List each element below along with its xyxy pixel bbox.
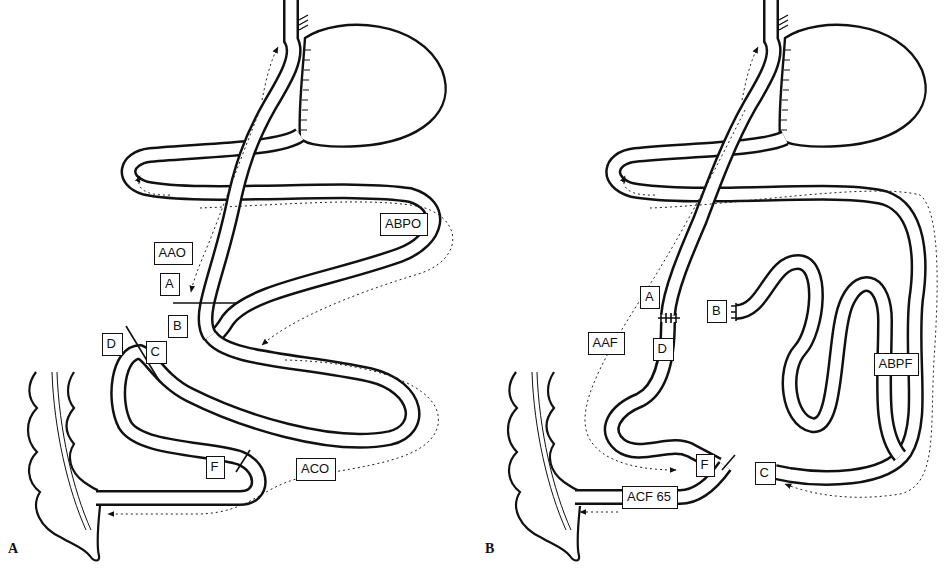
callout-box: D <box>102 333 123 356</box>
callout-label: ABPF <box>879 356 914 372</box>
illustration-part <box>206 0 294 336</box>
callout-label: B <box>712 303 722 319</box>
callout-label: A <box>645 289 655 305</box>
illustration-part <box>613 138 918 478</box>
callout-box: ACO <box>296 458 336 481</box>
illustration-part <box>108 360 438 514</box>
callout-box: A <box>160 273 180 296</box>
illustration-part <box>96 335 413 498</box>
callout-box: B <box>168 315 188 338</box>
callout-label: A <box>165 276 175 292</box>
callout-label: F <box>701 457 710 473</box>
illustration-part <box>139 176 170 195</box>
illustration-part <box>129 135 434 338</box>
callout-box: ABPF <box>874 353 919 376</box>
illustration-part <box>585 110 745 470</box>
panel-letter: B <box>485 541 494 557</box>
panel-letter: A <box>8 541 18 557</box>
callout-label: B <box>173 318 183 334</box>
illustration-part <box>28 372 100 561</box>
illustration-part <box>613 138 918 478</box>
illustration-part <box>650 191 937 497</box>
illustration-part <box>200 202 453 345</box>
callout-box: F <box>206 456 225 479</box>
callout-box: D <box>653 338 674 361</box>
illustration-part <box>206 0 294 336</box>
callout-label: C <box>760 465 771 481</box>
callout-box: AAO <box>154 242 193 265</box>
illustration-part <box>612 322 718 465</box>
illustration-part <box>668 0 774 315</box>
illustration-part <box>779 15 926 147</box>
callout-label: ACO <box>301 461 331 477</box>
illustration-part <box>299 15 446 147</box>
callout-box: C <box>755 462 776 485</box>
illustration-part <box>191 115 258 292</box>
callout-box: A <box>640 286 660 309</box>
illustration-part <box>668 0 774 315</box>
panel-b-illustration <box>508 0 937 561</box>
illustration-part <box>742 47 758 100</box>
callout-label: AAF <box>593 335 620 351</box>
illustration-part <box>236 450 250 472</box>
callout-box: C <box>146 341 167 364</box>
illustration-part <box>173 302 236 304</box>
illustration-part <box>658 313 680 323</box>
callout-label: ACF 65 <box>627 489 673 505</box>
callout-box: ACF 65 <box>622 486 678 509</box>
illustration-part <box>508 372 580 561</box>
callout-label: C <box>151 344 162 360</box>
callout-label: D <box>107 336 118 352</box>
illustration-part <box>731 303 736 321</box>
illustration-part <box>624 176 655 195</box>
illustration-part <box>262 47 278 100</box>
illustration-part <box>129 135 434 338</box>
callout-box: AAF <box>588 332 625 355</box>
callout-label: ABPO <box>385 216 423 232</box>
callout-label: AAO <box>159 245 188 261</box>
callout-label: F <box>211 459 220 475</box>
illustration-part <box>612 322 718 465</box>
illustration-part <box>580 512 618 513</box>
illustration-part <box>96 335 413 498</box>
panel-a-illustration <box>28 0 453 561</box>
callout-box: B <box>707 300 727 323</box>
illustration-part <box>722 455 735 470</box>
callout-label: D <box>658 341 669 357</box>
callout-box: F <box>696 454 715 477</box>
callout-box: ABPO <box>380 213 428 236</box>
